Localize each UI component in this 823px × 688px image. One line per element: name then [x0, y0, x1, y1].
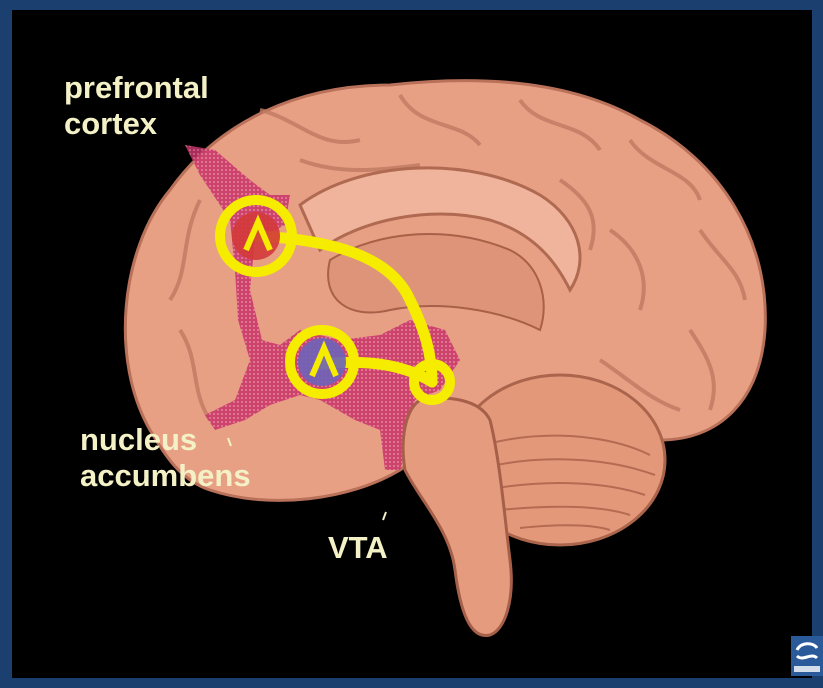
nucleus-accumbens-neuron-marker [290, 330, 354, 394]
prefrontal-cortex-label: prefrontal cortex [64, 70, 209, 142]
nucleus-accumbens-label: nucleus accumbens [80, 422, 251, 494]
nucleus-label-line2: accumbens [80, 458, 251, 494]
vta-label: VTA [328, 530, 388, 566]
nucleus-label-line1: nucleus [80, 422, 251, 458]
prefrontal-label-line1: prefrontal [64, 70, 209, 106]
vta-pointer [383, 512, 386, 520]
publisher-logo-icon [791, 636, 823, 676]
prefrontal-label-line2: cortex [64, 106, 209, 142]
